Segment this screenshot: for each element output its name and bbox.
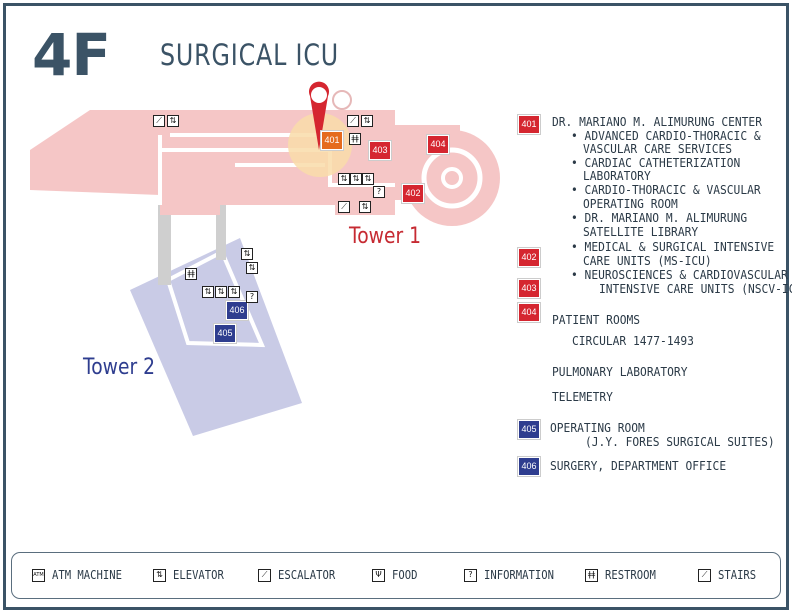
elevator-icon: ⇅ <box>241 248 253 260</box>
escalator-icon: ⟋ <box>338 201 350 213</box>
room-402-badge[interactable]: 402 <box>401 183 425 204</box>
stairs-icon: ⟋ <box>347 115 359 127</box>
room-405-badge[interactable]: 405 <box>213 323 237 344</box>
legend-food-label: FOOD <box>392 568 418 582</box>
legend-stairs-label: STAIRS <box>718 568 757 582</box>
dir-401-line-3: VASCULAR CARE SERVICES <box>583 141 733 156</box>
dir-405-line-2: (J.Y. FORES SURGICAL SUITES) <box>585 434 775 449</box>
dir-401-line-8: • DR. MARIANO M. ALIMURUNG <box>571 210 748 225</box>
dir-405-badge: 405 <box>517 419 541 440</box>
dir-405-line-1: OPERATING ROOM <box>550 420 645 435</box>
dir-403-badge: 403 <box>517 278 541 299</box>
dir-402-line-1: • MEDICAL & SURGICAL INTENSIVE <box>571 239 775 254</box>
elevator-icon: ⇅ <box>215 286 227 298</box>
dir-404-line-1: PATIENT ROOMS <box>552 312 641 327</box>
elevator-icon: ⇅ <box>228 286 240 298</box>
elevator-icon: ⇅ <box>202 286 214 298</box>
dir-403-line-2: INTENSIVE CARE UNITS (NSCV-ICU) <box>599 281 792 296</box>
secondary-pin-icon <box>332 90 352 110</box>
legend-restroom: ǂǂ RESTROOM <box>585 568 663 582</box>
stairs-icon: ⟋ <box>153 115 165 127</box>
floor-number: 4F <box>32 21 111 89</box>
elevator-icon: ⇅ <box>362 173 374 185</box>
elevator-icon: ⇅ <box>350 173 362 185</box>
legend-atm: ATM ATM MACHINE <box>32 568 131 582</box>
dir-401-line-6: • CARDIO-THORACIC & VASCULAR <box>571 182 761 197</box>
legend-elevator-label: ELEVATOR <box>173 568 224 582</box>
corridor-right <box>216 200 226 260</box>
information-icon: ? <box>246 291 258 303</box>
restroom-icon: ǂǂ <box>585 568 598 582</box>
atm-icon: ATM <box>32 568 45 582</box>
room-404-badge[interactable]: 404 <box>426 134 450 155</box>
rotunda-ring <box>421 147 483 209</box>
dir-406-line-1: SURGERY, DEPARTMENT OFFICE <box>550 458 727 473</box>
food-icon: Ψ <box>372 568 385 582</box>
elevator-icon: ⇅ <box>338 173 350 185</box>
dir-401-line-2: • ADVANCED CARDIO-THORACIC & <box>571 128 761 143</box>
tower-2-label: Tower 2 <box>83 355 156 380</box>
map-frame <box>3 3 789 610</box>
dir-401-line-4: • CARDIAC CATHETERIZATION <box>571 155 741 170</box>
room-403-badge[interactable]: 403 <box>368 140 392 161</box>
escalator-icon: ⟋ <box>258 568 271 582</box>
you-are-here-glow <box>288 113 352 177</box>
elevator-icon: ⇅ <box>361 115 373 127</box>
corridor-left <box>158 200 171 285</box>
rotunda-core <box>441 167 463 189</box>
tower-1-label: Tower 1 <box>349 224 422 249</box>
dir-401-line-5: LABORATORY <box>583 168 651 183</box>
dir-404-line-4: TELEMETRY <box>552 389 613 404</box>
legend-food: Ψ FOOD <box>372 568 421 582</box>
legend-atm-label: ATM MACHINE <box>52 568 122 582</box>
tower-2-inner-walls <box>165 249 266 348</box>
legend-escalator-label: ESCALATOR <box>278 568 336 582</box>
dir-404-line-3: PULMONARY LABORATORY <box>552 364 688 379</box>
elevator-icon: ⇅ <box>359 201 371 213</box>
elevator-icon: ⇅ <box>246 262 258 274</box>
dir-404-line-2: CIRCULAR 1477-1493 <box>572 333 694 348</box>
elevator-icon: ⇅ <box>167 115 179 127</box>
legend-information-label: INFORMATION <box>484 568 554 582</box>
dir-403-line-1: • NEUROSCIENCES & CARDIOVASCULAR <box>571 267 788 282</box>
dir-402-line-2: CARE UNITS (MS-ICU) <box>583 253 712 268</box>
room-401-badge[interactable]: 401 <box>320 130 344 151</box>
floor-title: SURGICAL ICU <box>160 38 340 72</box>
legend-stairs: ⟋ STAIRS <box>698 568 761 582</box>
dir-402-badge: 402 <box>517 247 541 268</box>
elevator-icon: ⇅ <box>153 568 166 582</box>
stairs-icon: ⟋ <box>698 568 711 582</box>
restroom-icon: ǂǂ <box>185 268 197 280</box>
legend-elevator: ⇅ ELEVATOR <box>153 568 231 582</box>
tower-1-building <box>30 110 460 215</box>
tower-1-rotunda <box>404 130 500 226</box>
legend-restroom-label: RESTROOM <box>605 568 656 582</box>
dir-401-line-7: OPERATING ROOM <box>583 196 678 211</box>
legend-information: ? INFORMATION <box>464 568 563 582</box>
restroom-icon: ǂǂ <box>349 133 361 145</box>
information-icon: ? <box>373 186 385 198</box>
dir-404-badge: 404 <box>517 302 541 323</box>
dir-401-line-9: SATELLITE LIBRARY <box>583 224 699 239</box>
information-icon: ? <box>464 568 477 582</box>
legend-escalator: ⟋ ESCALATOR <box>258 568 343 582</box>
dir-401-badge: 401 <box>517 114 541 135</box>
dir-406-badge: 406 <box>517 456 541 477</box>
dir-401-line-1: DR. MARIANO M. ALIMURUNG CENTER <box>552 114 762 129</box>
room-406-badge[interactable]: 406 <box>225 300 249 321</box>
legend-bar: ATM ATM MACHINE ⇅ ELEVATOR ⟋ ESCALATOR Ψ… <box>11 552 781 599</box>
